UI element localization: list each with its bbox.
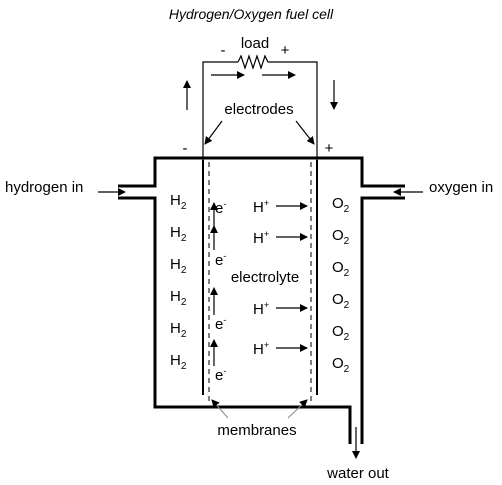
pointer-arrow-icon <box>295 120 315 145</box>
oxygen-column: O2 O2 O2 O2 O2 O2 <box>332 195 350 375</box>
svg-text:H2: H2 <box>170 352 187 372</box>
proton-flow: H+ H+ H+ H+ <box>253 198 308 358</box>
membranes-label: membranes <box>217 422 296 439</box>
electrode-minus-label: - <box>183 140 188 157</box>
svg-text:O2: O2 <box>332 259 350 279</box>
svg-text:H2: H2 <box>170 224 187 244</box>
electrolyte-label: electrolyte <box>231 269 299 286</box>
svg-text:e-: e- <box>215 315 226 333</box>
external-circuit <box>202 54 318 160</box>
diagram-title: Hydrogen/Oxygen fuel cell <box>169 6 334 22</box>
svg-text:H2: H2 <box>170 288 187 308</box>
circuit-wire-right <box>270 61 318 160</box>
svg-text:e-: e- <box>215 199 226 217</box>
electrode-plus-label: + <box>325 140 334 157</box>
pointer-arrow-icon <box>204 120 223 145</box>
svg-text:O2: O2 <box>332 355 350 375</box>
load-label: load <box>241 35 269 52</box>
svg-text:H+: H+ <box>253 198 269 216</box>
electrodes-label: electrodes <box>224 101 293 118</box>
svg-text:O2: O2 <box>332 227 350 247</box>
svg-text:H+: H+ <box>253 229 269 247</box>
water-out-label: water out <box>326 465 390 482</box>
svg-text:O2: O2 <box>332 291 350 311</box>
svg-text:O2: O2 <box>332 323 350 343</box>
load-plus-label: + <box>281 42 290 59</box>
circuit-wire-left <box>202 61 238 160</box>
svg-text:H+: H+ <box>253 300 269 318</box>
current-flow-arrows <box>183 71 338 110</box>
hydrogen-column: H2 H2 H2 H2 H2 H2 <box>170 192 187 372</box>
electron-flow: e- e- e- e- <box>210 199 226 384</box>
hydrogen-in-label: hydrogen in <box>5 179 83 196</box>
svg-text:H2: H2 <box>170 192 187 212</box>
svg-text:e-: e- <box>215 251 226 269</box>
svg-text:H+: H+ <box>253 340 269 358</box>
svg-text:H2: H2 <box>170 256 187 276</box>
svg-text:e-: e- <box>215 366 226 384</box>
membrane-pointer-icon <box>287 399 308 419</box>
svg-text:O2: O2 <box>332 195 350 215</box>
load-minus-label: - <box>221 42 226 59</box>
svg-text:H2: H2 <box>170 320 187 340</box>
oxygen-in-label: oxygen in <box>429 179 493 196</box>
membrane-pointer-icon <box>211 399 229 419</box>
cell-housing <box>118 156 405 444</box>
load-resistor-icon <box>237 54 270 70</box>
